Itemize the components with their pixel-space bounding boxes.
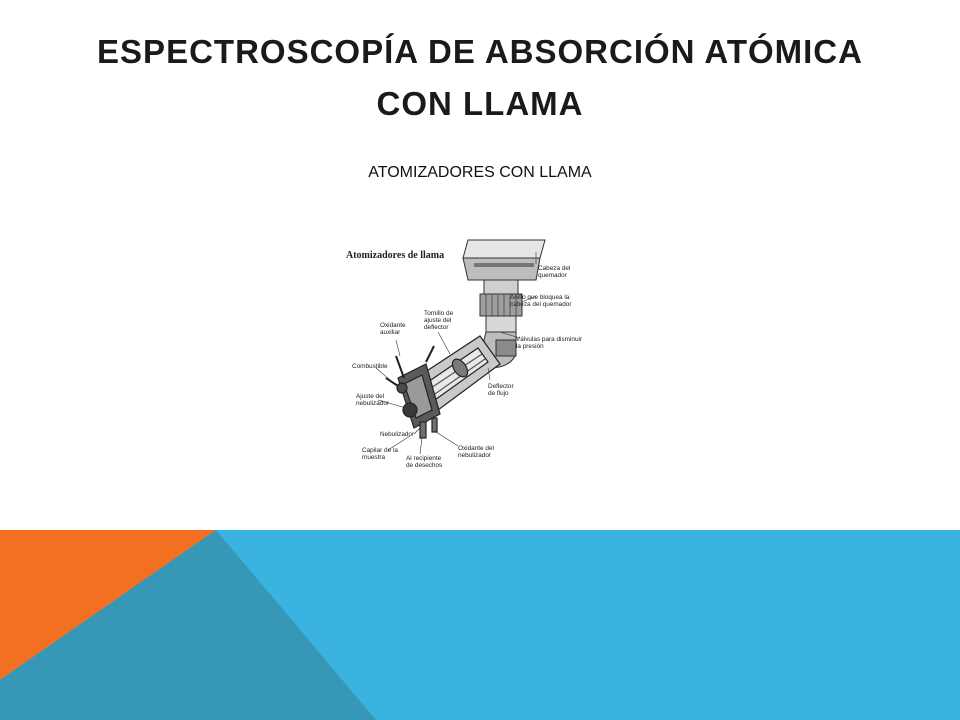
slide-subtitle: ATOMIZADORES CON LLAMA	[368, 164, 592, 181]
label-oxidante-neb-1: Oxidante del	[458, 445, 494, 452]
label-ajuste-1: Ajuste del	[356, 393, 384, 400]
label-oxidante-neb-2: nebulizador	[458, 452, 492, 459]
label-anillo-1: Anillo que bloquea la	[510, 294, 570, 301]
footer-dark-blue-triangle	[0, 530, 376, 720]
diagram-title: Atomizadores de llama	[346, 250, 444, 261]
label-combustible: Combustible	[352, 363, 388, 370]
label-recipiente-1: Al recipiente	[406, 455, 442, 462]
label-deflector-1: Deflector	[488, 383, 514, 390]
label-capilar-2: muestra	[362, 454, 386, 461]
label-ajuste-2: nebulizador	[356, 400, 390, 407]
nebulizer-assembly	[385, 345, 441, 439]
label-capilar-1: Capilar de la	[362, 447, 398, 454]
leader-lines	[375, 252, 537, 455]
label-recipiente-2: de desechos	[406, 462, 442, 469]
label-tornillo-1: Tornillo de	[424, 310, 454, 317]
burner-head	[462, 239, 546, 281]
label-anillo-2: cabeza del quemador	[510, 301, 572, 308]
label-deflector-2: de flujo	[488, 390, 509, 397]
label-nebulizador: Nebulizador	[380, 431, 415, 438]
slide-title: ESPECTROSCOPÍA DE ABSORCIÓN ATÓMICA CON …	[60, 26, 900, 130]
burner-diagram-svg: Atomizadores de llama Cabeza del quemado…	[340, 228, 590, 478]
title-line-2: CON LLAMA	[376, 85, 584, 122]
label-oxidante-aux-2: auxiliar	[380, 329, 401, 336]
label-cabeza-2: quemador	[538, 272, 568, 279]
burner-diagram: Atomizadores de llama Cabeza del quemado…	[340, 228, 590, 478]
label-cabeza-1: Cabeza del	[538, 265, 570, 272]
label-oxidante-aux-1: Oxidante	[380, 322, 406, 329]
label-tornillo-3: deflector	[424, 324, 449, 331]
title-line-1: ESPECTROSCOPÍA DE ABSORCIÓN ATÓMICA	[97, 33, 863, 70]
burner-ring	[479, 279, 523, 333]
label-tornillo-2: ajuste del	[424, 317, 451, 324]
decorative-footer	[0, 530, 960, 720]
footer-shapes	[0, 530, 960, 720]
label-valvulas-1: Válvulas para disminuir	[516, 336, 583, 343]
label-valvulas-2: la presión	[516, 343, 544, 350]
